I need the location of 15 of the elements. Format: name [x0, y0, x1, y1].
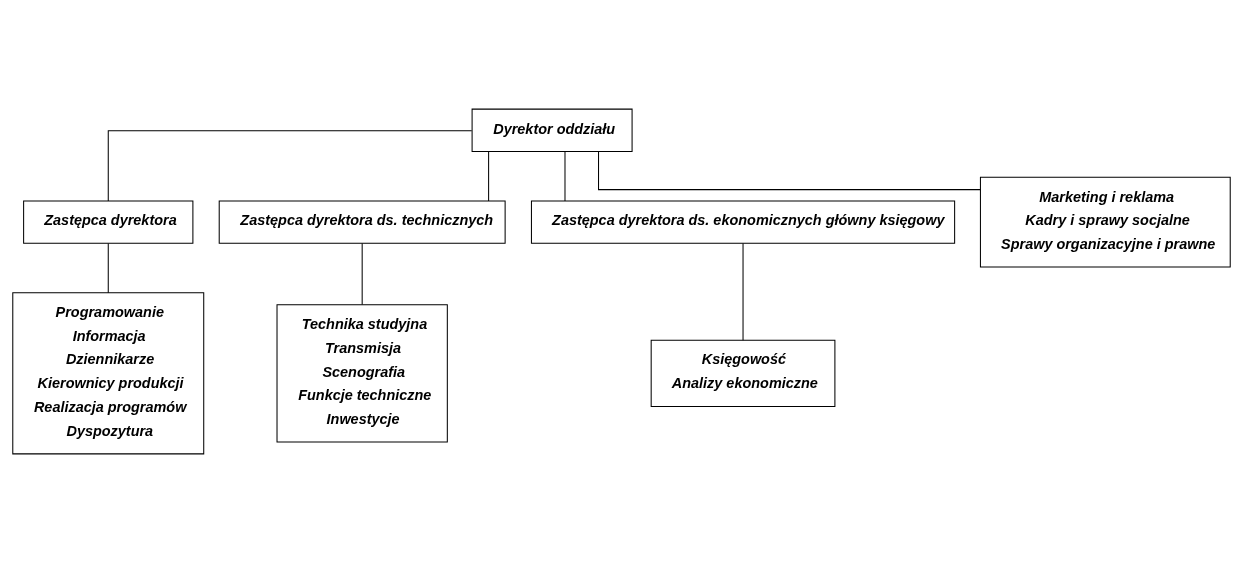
node-box: Programowanie Informacja Dziennikarze Kierownicy produkcji Realizacja programów Dyspozytura — [12, 292, 205, 455]
connector — [742, 243, 744, 341]
node-box: Dyrektor oddziału — [471, 108, 633, 152]
connector — [488, 151, 490, 202]
connector — [564, 151, 566, 202]
node-box: Zastępca dyrektora ds. ekonomicznych główny księgowy — [530, 200, 956, 244]
connector — [107, 130, 473, 202]
connector — [107, 243, 109, 294]
node-box: Technika studyjna Transmisja Scenografia Funkcje techniczne Inwestycje — [276, 304, 448, 443]
connector — [361, 243, 363, 306]
node-box: Zastępca dyrektora — [23, 200, 194, 244]
node-box: Księgowość Analizy ekonomiczne — [650, 339, 836, 407]
node-box: Zastępca dyrektora ds. technicznych — [218, 200, 506, 244]
node-box: Marketing i reklama Kadry i sprawy socjalne Sprawy organizacyjne i prawne — [979, 176, 1231, 268]
connector — [598, 151, 981, 191]
